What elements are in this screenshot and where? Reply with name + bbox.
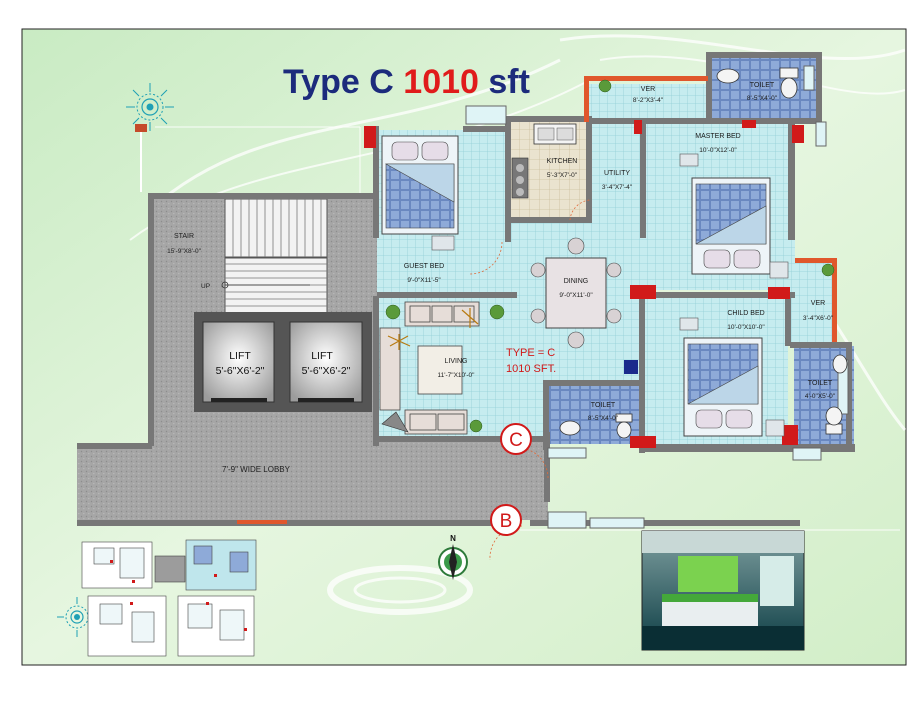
stair-up-label: UP	[201, 283, 210, 290]
toilet-icon	[559, 67, 848, 439]
label-living: LIVING	[445, 358, 468, 365]
bed-icon	[381, 135, 459, 235]
north-arrow-icon: N	[438, 534, 468, 580]
unit-tag-line1: TYPE = C	[506, 347, 555, 359]
lamp-icon	[387, 308, 479, 350]
side-table	[381, 411, 409, 433]
stair-label: STAIR	[174, 233, 194, 240]
room-labels: VER 8'-2"X3'-4" TOILET 8'-5"X4'-0" KITCH…	[404, 82, 836, 422]
unit-tag-line2: 1010 SFT.	[506, 363, 556, 375]
svg-text:B: B	[500, 511, 513, 532]
key-plan-markers	[110, 560, 247, 631]
guide-lines	[155, 126, 900, 531]
label-utility: UTILITY	[604, 170, 630, 177]
dim-ver-top: 8'-2"X3'-4"	[633, 97, 664, 104]
bedside-tables	[431, 153, 789, 437]
windows	[465, 65, 849, 529]
dim-toilet-right: 4'-0"X5'-0"	[805, 393, 836, 400]
svg-text:C: C	[509, 430, 523, 451]
label-toilet-mid: TOILET	[591, 402, 616, 409]
label-guest-bed: GUEST BED	[404, 263, 444, 270]
dim-child-bed: 10'-0"X10'-0"	[727, 324, 765, 331]
dim-living: 11'-7"X10'-0"	[438, 372, 476, 379]
verandah-walls	[237, 76, 837, 524]
dim-toilet-top: 8'-5"X4'-0"	[747, 95, 778, 102]
label-kitchen: KITCHEN	[547, 158, 578, 165]
label-dining: DINING	[564, 278, 589, 285]
dim-master-bed: 10'-0"X12'-0"	[699, 147, 737, 154]
lift-2: LIFT 5'-6"X6'-2"	[282, 312, 372, 412]
dim-dining: 9'-0"X11'-0"	[559, 292, 593, 299]
label-child-bed: CHILD BED	[727, 310, 764, 317]
lift-2-dimension: 5'-6"X6'-2"	[302, 365, 351, 377]
plant-icon	[385, 79, 835, 433]
lift-1-label: LIFT	[229, 350, 251, 362]
lift-1: LIFT 5'-6"X6'-2"	[194, 312, 282, 412]
label-toilet-top: TOILET	[750, 82, 775, 89]
stair-dimension: 15'-9"X8'-0"	[167, 248, 202, 255]
dim-guest-bed: 9'-0"X11'-5"	[407, 277, 441, 284]
compass-icon	[126, 83, 174, 131]
label-toilet-right: TOILET	[808, 380, 833, 387]
key-plan-thumbnails	[81, 539, 257, 657]
plan-title: Type C 1010 sft	[283, 63, 530, 101]
label-ver-top: VER	[641, 86, 655, 93]
lift-2-label: LIFT	[311, 350, 333, 362]
sofa-icon	[379, 301, 480, 435]
bed-icon	[683, 337, 763, 437]
label-ver-right: VER	[811, 300, 825, 307]
lobby-label: 7'-9" WIDE LOBBY	[222, 465, 291, 474]
marker-c: C	[500, 423, 532, 455]
dim-kitchen: 5'-3"X7'-0"	[547, 172, 578, 179]
sink-icon	[533, 123, 577, 145]
svg-text:N: N	[450, 534, 456, 543]
dim-utility: 3'-4"X7'-4"	[602, 184, 633, 191]
lift-1-dimension: 5'-6"X6'-2"	[216, 365, 265, 377]
label-master-bed: MASTER BED	[695, 133, 741, 140]
dim-ver-right: 3'-4"X6'-0"	[803, 315, 834, 322]
stove-icon	[511, 157, 529, 199]
bedroom-photo	[641, 530, 805, 651]
marker-b: B	[490, 504, 522, 536]
door-markers	[364, 120, 804, 448]
bed-icon	[691, 177, 771, 275]
dining-table	[530, 237, 622, 349]
dim-toilet-mid: 8'-5"X4'-0"	[588, 415, 619, 422]
stair: STAIR 15'-9"X8'-0" UP	[167, 198, 328, 314]
